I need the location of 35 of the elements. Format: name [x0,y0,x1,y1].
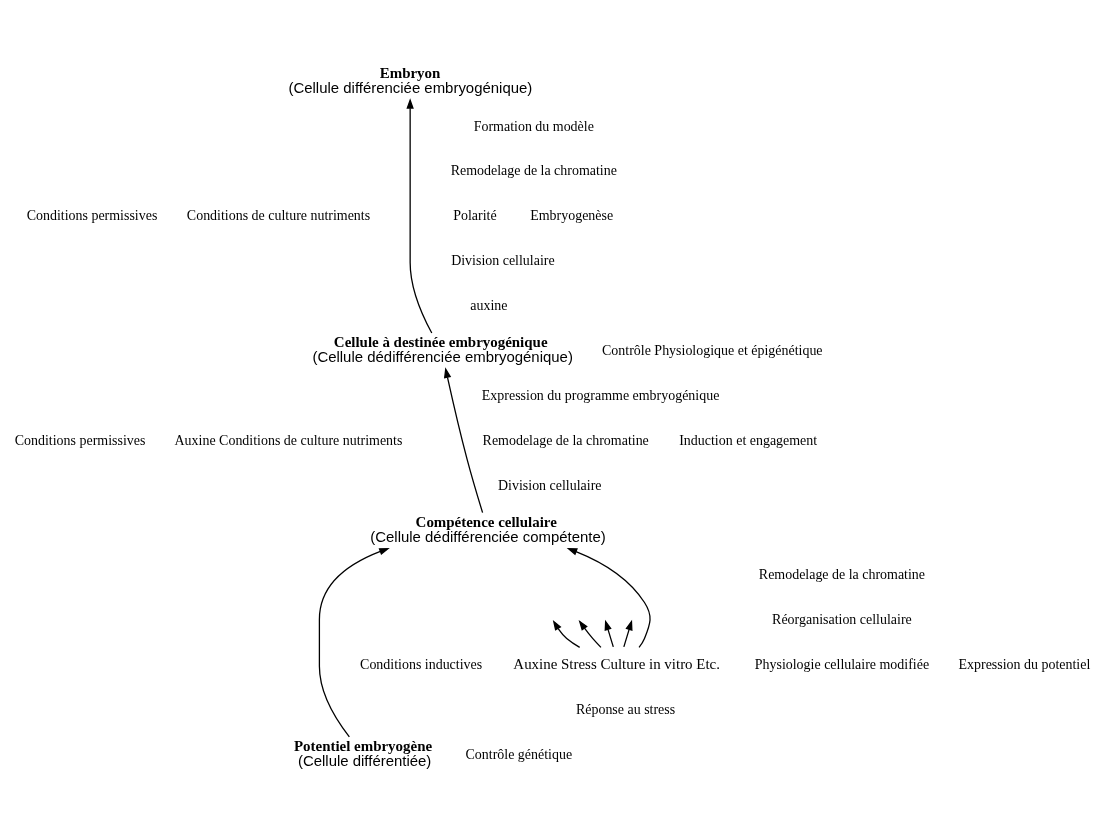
label: Division cellulaire [451,252,555,268]
node-text: Compétence cellulaire (Cellule dédifférenciée compétente) [370,513,606,545]
arrow [604,619,614,647]
node-text: Auxine Stress Culture in vitro Etc. [513,655,720,672]
label: Conditions inductives [360,656,483,672]
label: Réponse au stress [575,701,676,717]
arrow [406,97,433,334]
label: Remodelage de la chromatine [482,432,649,448]
label: Division cellulaire [498,477,602,492]
arrow [623,619,633,647]
label: Expression du potentiel [958,656,1091,672]
node-text: Potentiel embryogène (Cellule différentiée) [293,737,433,769]
label: Remodelage de la chromatine [758,566,926,582]
label: Contrôle Physiologique et épigénétique [602,342,823,358]
label: Contrôle génétique [465,746,573,762]
label: Conditions de culture nutriments [186,207,371,223]
label: Remodelage de la chromatine [450,162,617,178]
label: Auxine Conditions de culture nutriments [174,432,403,448]
arrow [318,547,390,738]
node-text: Embryon (Cellule différenciée embryogénique) [288,64,533,96]
label: Expression du programme embryogénique [481,387,720,403]
label: Réorganisation cellulaire [772,611,912,627]
arrow [552,619,581,648]
arrow [566,547,651,648]
arrow [443,366,484,513]
label: Conditions permissives [26,207,158,223]
node-text: Cellule à destinée embryogénique (Cellule dédifférenciée embryogénique) [312,333,573,365]
label: Conditions permissives [14,432,146,448]
label: Induction et engagement [679,432,818,448]
label: Polarité [453,207,497,223]
arrow [578,619,602,648]
label: Embryogenèse [530,207,614,223]
label: Formation du modèle [473,118,594,133]
label: auxine [470,297,508,313]
label: Physiologie cellulaire modifiée [754,656,930,672]
